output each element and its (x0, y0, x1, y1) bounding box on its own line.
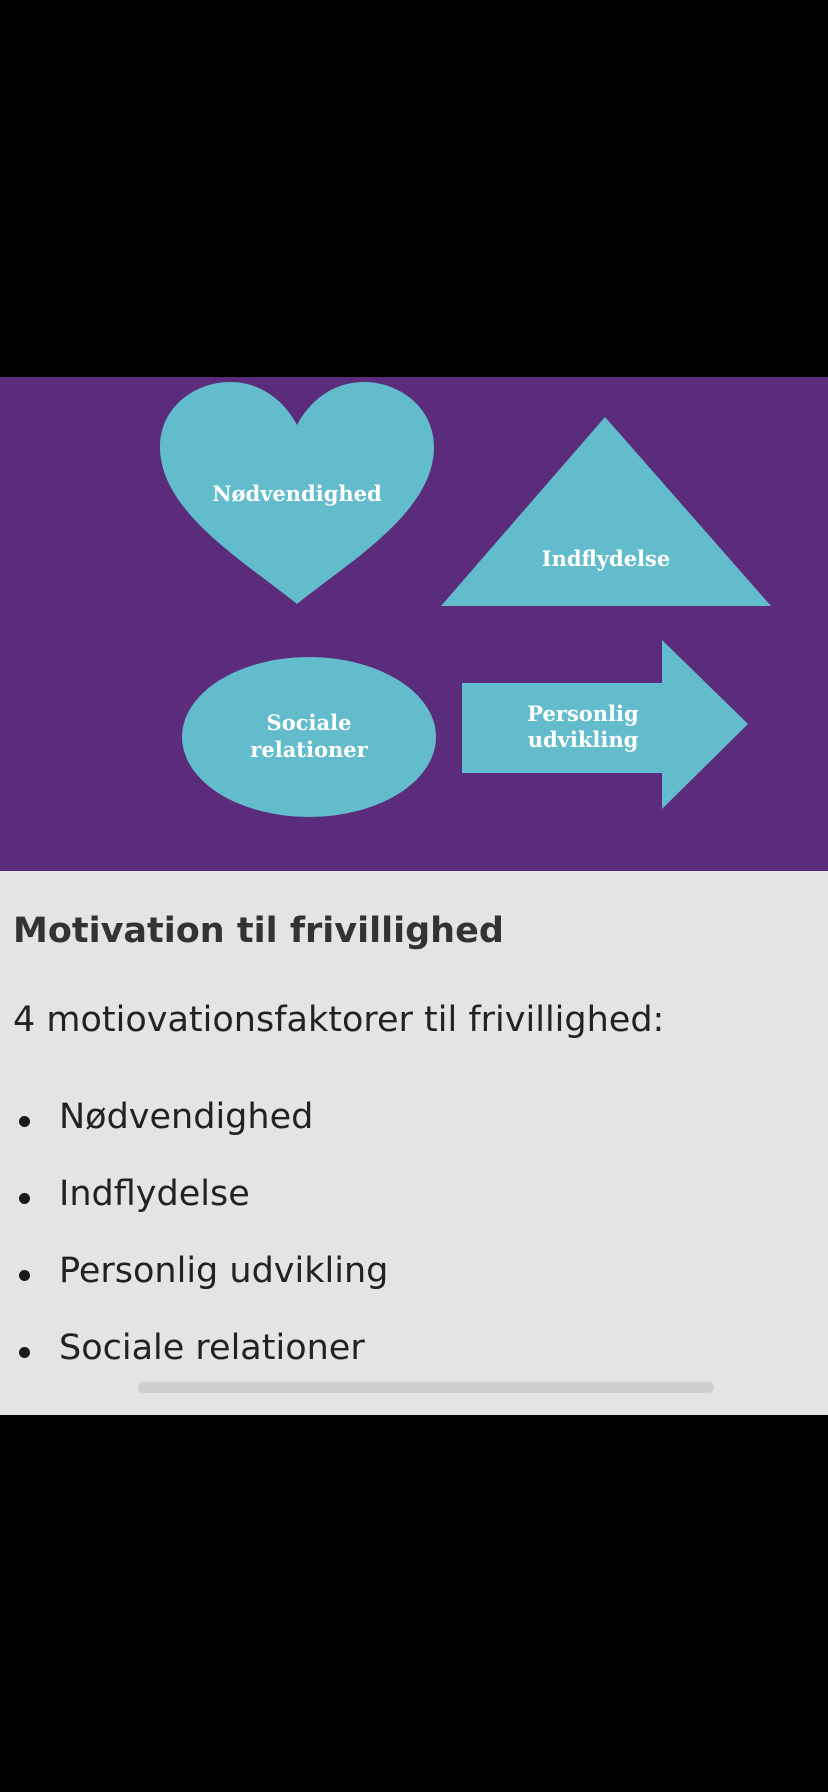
banner-image: Nødvendighed Indflydelse Sociale relatio… (0, 377, 828, 871)
heart-label: Nødvendighed (212, 481, 382, 506)
bottom-black-area (0, 1415, 828, 1792)
arrow-label-line-1: Personlig (527, 701, 639, 726)
arrow-label-line-2: udvikling (528, 727, 639, 752)
top-black-area (0, 0, 828, 377)
bullet-icon (19, 1116, 30, 1127)
ellipse-label-line-1: Sociale (267, 710, 352, 735)
intro-text: 4 motiovationsfaktorer til frivillighed: (13, 1000, 665, 1040)
list-item: Sociale relationer (0, 1325, 828, 1402)
bullet-icon (19, 1270, 30, 1281)
list-item-label: Personlig udvikling (59, 1251, 389, 1291)
ellipse-shape: Sociale relationer (182, 657, 436, 817)
triangle-label: Indflydelse (542, 546, 670, 571)
bullet-icon (19, 1193, 30, 1204)
list-item: Personlig udvikling (0, 1248, 828, 1325)
card-title: Motivation til frivillighed (13, 911, 504, 951)
arrow-shape: Personlig udvikling (462, 640, 748, 809)
factor-list: Nødvendighed Indflydelse Personlig udvik… (0, 1094, 828, 1402)
content-card: Nødvendighed Indflydelse Sociale relatio… (0, 377, 828, 1415)
list-item-label: Indflydelse (59, 1174, 250, 1214)
list-item-label: Nødvendighed (59, 1097, 314, 1137)
bullet-icon (19, 1347, 30, 1358)
ellipse-label-line-2: relationer (250, 737, 368, 762)
horizontal-scrollbar[interactable] (138, 1382, 714, 1393)
list-item: Indflydelse (0, 1171, 828, 1248)
heart-shape: Nødvendighed (160, 382, 434, 604)
list-item-label: Sociale relationer (59, 1328, 365, 1368)
list-item: Nødvendighed (0, 1094, 828, 1171)
triangle-shape: Indflydelse (441, 417, 771, 606)
